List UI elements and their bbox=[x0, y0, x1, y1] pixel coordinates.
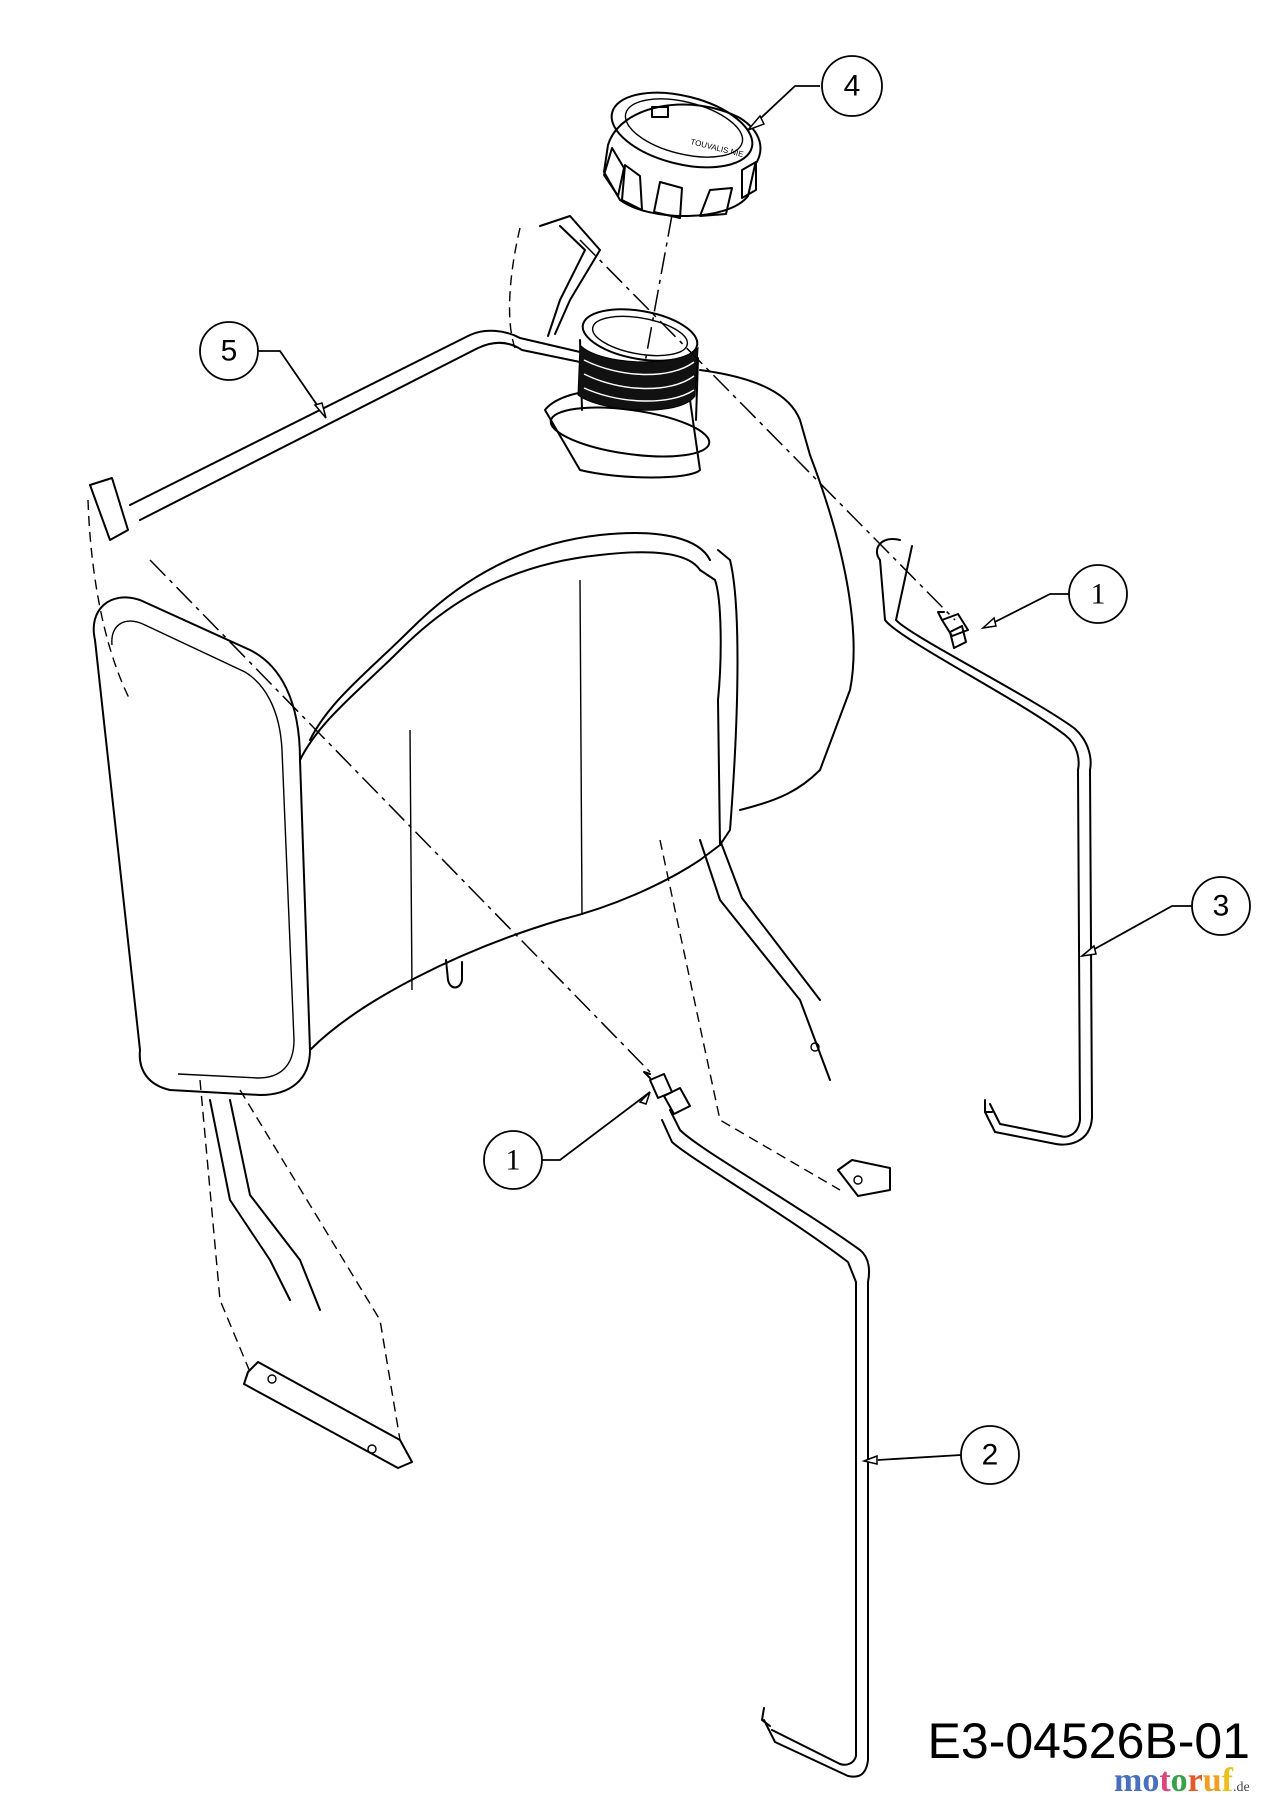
callout-2-number: 2 bbox=[982, 1439, 999, 1472]
callout-5[interactable]: 5 bbox=[199, 321, 327, 419]
fuel-fitting-upper[interactable] bbox=[937, 611, 969, 649]
fuel-fitting-lower[interactable] bbox=[643, 1071, 691, 1115]
fuel-line-left[interactable] bbox=[661, 1109, 870, 1778]
watermark-tld: .de bbox=[1233, 1780, 1250, 1795]
centerline-lower-fitting bbox=[149, 559, 651, 1073]
callout-1-lower-number: 1 bbox=[506, 1144, 521, 1177]
watermark-letter: u bbox=[1202, 1762, 1222, 1799]
callout-3[interactable]: 3 bbox=[1079, 876, 1251, 958]
callout-1-lower[interactable]: 1 bbox=[483, 1091, 651, 1190]
callout-1-upper[interactable]: 1 bbox=[980, 564, 1128, 630]
callout-3-number: 3 bbox=[1213, 890, 1230, 923]
fuel-cap[interactable]: TOUVALIS NIE bbox=[603, 80, 762, 219]
watermark-letter: m bbox=[1114, 1762, 1143, 1799]
watermark-letter: o bbox=[1170, 1762, 1188, 1799]
fuel-line-right[interactable] bbox=[875, 538, 1093, 1146]
callout-4-number: 4 bbox=[844, 70, 861, 103]
watermark-letter: t bbox=[1159, 1762, 1171, 1799]
fuel-tank[interactable] bbox=[92, 301, 855, 1096]
centerline-upper-fitting bbox=[579, 239, 956, 621]
callout-2[interactable]: 2 bbox=[861, 1425, 1020, 1485]
callout-4[interactable]: 4 bbox=[747, 55, 883, 131]
left-bracket bbox=[87, 477, 413, 1469]
callout-5-number: 5 bbox=[221, 335, 238, 368]
cap-text: TOUVALIS NIE bbox=[690, 137, 745, 159]
drawing-code: E3-04526B-01 bbox=[927, 1713, 1250, 1769]
right-bracket bbox=[508, 215, 891, 1197]
watermark-letter: r bbox=[1187, 1762, 1203, 1799]
callout-1-upper-number: 1 bbox=[1091, 578, 1106, 611]
watermark-logo[interactable]: motoruf.de bbox=[1114, 1762, 1250, 1800]
watermark-letter: f bbox=[1221, 1762, 1233, 1799]
watermark-letter: o bbox=[1142, 1762, 1160, 1799]
cap-centerline bbox=[639, 214, 673, 391]
